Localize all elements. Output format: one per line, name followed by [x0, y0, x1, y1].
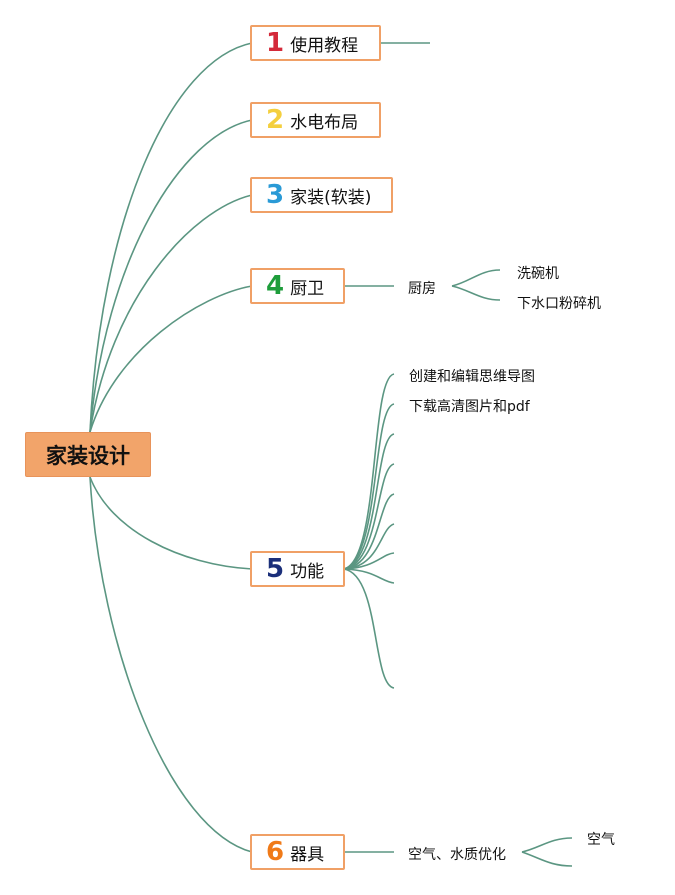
topic-appliances[interactable]: 6 器具: [250, 834, 345, 870]
link-feature-4: [343, 463, 395, 570]
topic-number: 2: [266, 105, 285, 135]
topic-number: 4: [266, 271, 285, 301]
link-topic-6: [89, 476, 253, 853]
link-kitchen-dishwasher: [451, 269, 501, 287]
link-topic-4: [89, 285, 253, 433]
link-appliances-2: [521, 851, 573, 867]
subtopic-kitchen[interactable]: 厨房: [408, 281, 436, 297]
root-topic[interactable]: 家装设计: [25, 432, 151, 477]
link-appliances-air: [521, 837, 573, 853]
subtopic-food-disposer[interactable]: 下水口粉碎机: [517, 296, 601, 312]
link-feature-5: [343, 493, 395, 570]
topic-number: 5: [266, 554, 285, 584]
subtopic-feature-download[interactable]: 下载高清图片和pdf: [409, 399, 530, 415]
topic-number: 3: [266, 180, 285, 210]
topic-label: 功能: [290, 561, 325, 582]
link-feature-7: [343, 552, 395, 570]
topic-number: 1: [266, 28, 285, 58]
topic-plumbing-electric[interactable]: 2 水电布局: [250, 102, 381, 138]
topic-label: 水电布局: [290, 112, 359, 133]
link-feature-8: [343, 568, 395, 584]
topic-label: 厨卫: [290, 278, 325, 299]
subtopic-air[interactable]: 空气: [587, 832, 615, 848]
link-feature-3: [343, 433, 395, 570]
topic-soft-decoration[interactable]: 3 家装(软装): [250, 177, 393, 213]
topic-label: 使用教程: [290, 35, 359, 56]
link-topic-2: [89, 119, 253, 433]
topic-features[interactable]: 5 功能: [250, 551, 345, 587]
link-feature-9: [343, 568, 395, 689]
subtopic-dishwasher[interactable]: 洗碗机: [517, 266, 559, 282]
topic-tutorial[interactable]: 1 使用教程: [250, 25, 381, 61]
link-feature-2: [343, 403, 395, 570]
link-kitchen-disposer: [451, 285, 501, 301]
link-topic-3: [89, 194, 253, 433]
subtopic-feature-create-edit[interactable]: 创建和编辑思维导图: [409, 369, 535, 385]
subtopic-air-water[interactable]: 空气、水质优化: [408, 847, 506, 863]
link-topic-5: [89, 476, 253, 570]
topic-label: 器具: [290, 844, 325, 865]
topic-number: 6: [266, 837, 285, 867]
topic-kitchen-bath[interactable]: 4 厨卫: [250, 268, 345, 304]
topic-label: 家装(软装): [290, 187, 372, 208]
link-feature-6: [343, 523, 395, 570]
link-topic-1: [89, 42, 253, 433]
